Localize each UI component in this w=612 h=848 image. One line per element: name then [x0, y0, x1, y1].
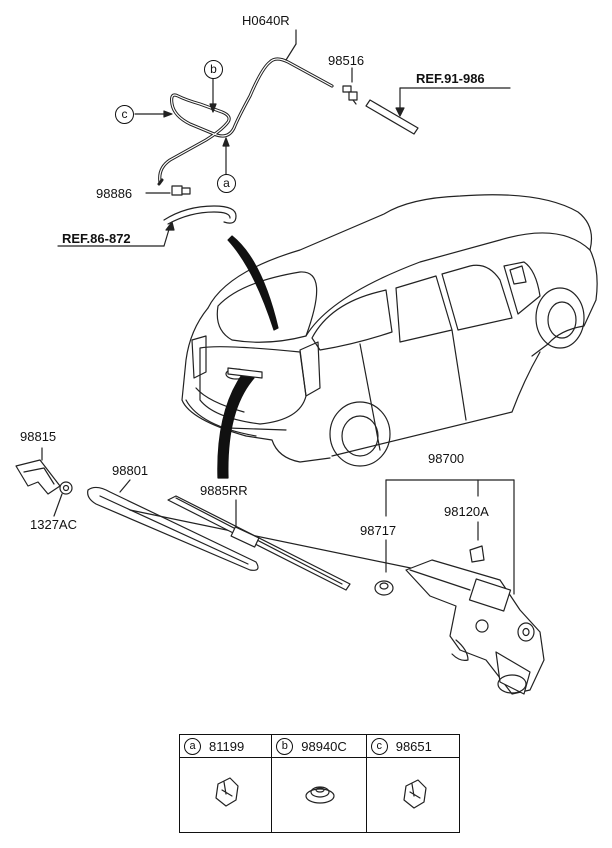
- legend-header-a: a 81199: [178, 734, 273, 758]
- legend-image-b: [271, 757, 367, 833]
- label-98801: 98801: [112, 463, 149, 478]
- nozzle-98886: [145, 185, 191, 196]
- legend-key-b: b: [276, 737, 294, 755]
- grommet-98717: [374, 580, 394, 596]
- wiper-motor: [405, 559, 545, 695]
- label-hose: H0640R: [242, 13, 290, 28]
- label-98700: 98700: [428, 451, 465, 466]
- label-ref-left: REF.86-872: [62, 231, 131, 246]
- legend-key-c: c: [370, 737, 388, 755]
- legend-header-b: b 98940C: [271, 734, 367, 758]
- pointer-lower: [217, 371, 255, 479]
- label-98815: 98815: [20, 429, 57, 444]
- ref-top-part: [365, 87, 511, 135]
- legend-key-a: a: [184, 737, 201, 755]
- nozzle-98516: [342, 67, 358, 105]
- legend-image-a: [178, 757, 273, 833]
- label-9885RR: 9885RR: [200, 483, 248, 498]
- assy-bracket: [385, 479, 515, 595]
- pointer-upper: [227, 235, 279, 331]
- label-ref-top: REF.91-986: [416, 71, 485, 86]
- cap-98815: [15, 447, 61, 495]
- vehicle: [181, 194, 598, 467]
- legend-image-c: [365, 757, 461, 833]
- wiper-arm-98801: [87, 479, 431, 573]
- parts-legend-table: a 81199 b 98940C c 98651: [178, 734, 461, 833]
- label-98516: 98516: [328, 53, 365, 68]
- nut-1327AC: [53, 481, 73, 517]
- wiper-blade-9885RR: [167, 495, 351, 591]
- legend-header-c: c 98651: [365, 734, 461, 758]
- callout-a: a: [217, 174, 236, 193]
- callout-b: b: [204, 60, 223, 79]
- callout-c: c: [115, 105, 134, 124]
- cap-98120A: [469, 545, 485, 563]
- legend-part-c: 98651: [395, 738, 432, 754]
- label-98717: 98717: [360, 523, 397, 538]
- ref-left-part: [57, 205, 237, 247]
- label-1327AC: 1327AC: [30, 517, 77, 532]
- washer-hose: [157, 57, 334, 186]
- label-98120A: 98120A: [444, 504, 489, 519]
- legend-part-a: 81199: [209, 738, 245, 754]
- legend-part-b: 98940C: [301, 738, 347, 754]
- label-98886: 98886: [96, 186, 133, 201]
